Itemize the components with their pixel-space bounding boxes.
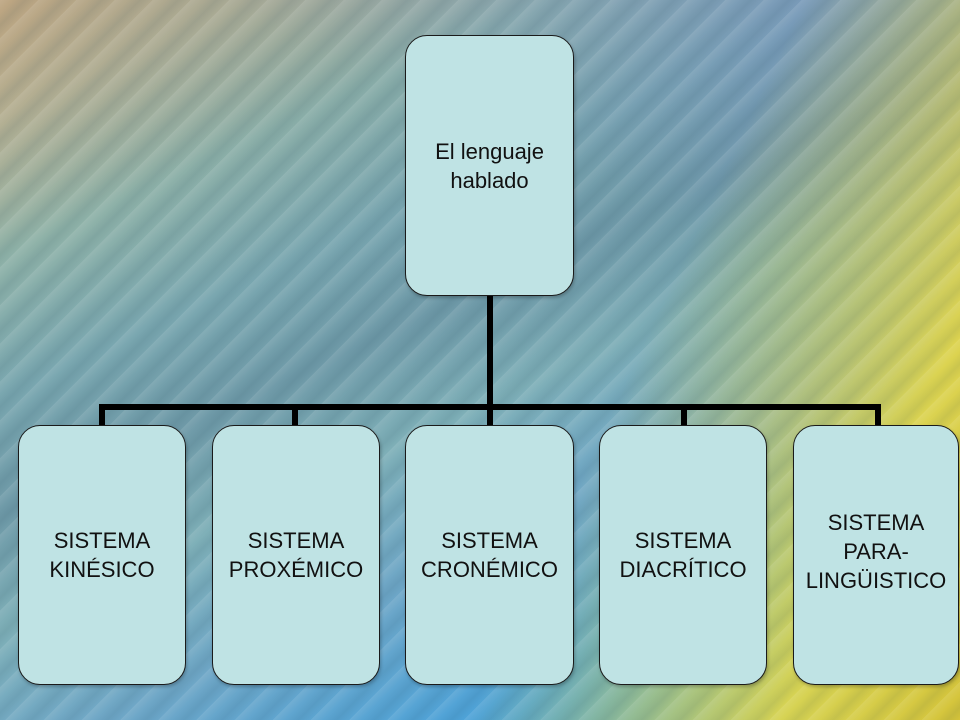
root-node: El lenguaje hablado [405,35,574,296]
child-node-label: SISTEMA DIACRÍTICO [619,528,747,582]
child-node-diacritico: SISTEMA DIACRÍTICO [599,425,767,685]
child-node-label: SISTEMA PARA- LINGÜISTICO [805,510,947,593]
child-node-proxemico: SISTEMA PROXÉMICO [212,425,380,685]
child-connector-2 [292,404,298,428]
root-node-label: El lenguaje hablado [435,138,544,193]
child-node-kinesico: SISTEMA KINÉSICO [18,425,186,685]
child-node-paralinguistico: SISTEMA PARA- LINGÜISTICO [793,425,959,685]
child-node-label: SISTEMA PROXÉMICO [228,528,364,582]
child-node-label: SISTEMA KINÉSICO [49,528,155,582]
child-connector-1 [99,404,105,428]
child-node-label: SISTEMA CRONÉMICO [421,528,558,582]
root-connector-vertical [487,294,493,407]
child-node-cronemico: SISTEMA CRONÉMICO [405,425,574,685]
child-connector-3 [487,404,493,428]
child-connector-4 [681,404,687,428]
child-connector-5 [875,404,881,428]
